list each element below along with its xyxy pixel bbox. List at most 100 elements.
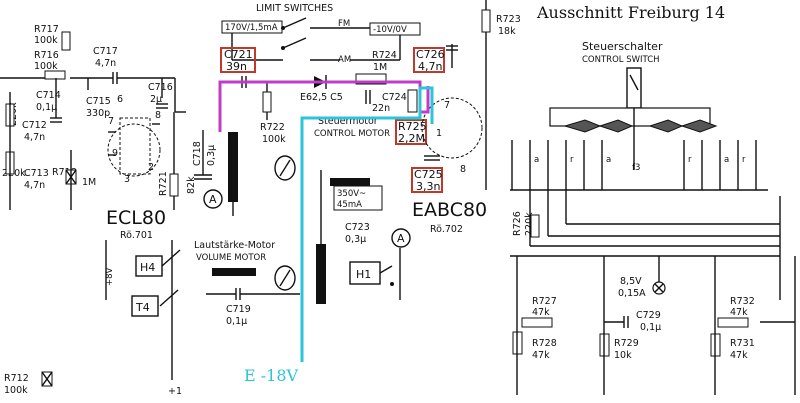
r712-label: R712 [4,373,29,384]
t4-box [131,295,159,317]
c713-label: C713 [24,168,49,179]
c717-label: C717 [93,46,118,57]
r712-value: 100k [4,385,28,396]
lamp-voltage: 8,5V [620,276,642,287]
pin-7: 7 [108,116,114,127]
plus8v-label: +8V [105,267,115,286]
c718-value: 0,3μ [206,145,217,166]
page-title: Ausschnitt Freiburg 14 [536,3,725,22]
c716-label: C716 [148,82,173,93]
c726-label: C726 [416,48,445,61]
pin-7-b: 7 [444,100,450,111]
pin-6: 6 [117,94,123,105]
c719-value: 0,1μ [226,316,247,327]
c715-value: 330p [86,108,110,119]
svg-text:45mA: 45mA [337,200,362,210]
lamp-current: 0,15A [618,288,646,299]
r716-label: R716 [34,50,59,61]
volume-motor-label: VOLUME MOTOR [196,253,266,263]
svg-text:T4: T4 [135,301,150,314]
r729-value: 10k [614,350,632,361]
c714-value: 0,1μ [36,102,57,113]
r717-label: R717 [34,24,59,35]
svg-text:r: r [742,155,746,165]
limit-switches-label: LIMIT SWITCHES [256,3,333,14]
c724-value: 22n [372,103,390,114]
c725-label: C725 [414,168,443,181]
c723-value: 0,3μ [345,234,366,245]
r724-label: R724 [372,50,397,61]
c719-label: C719 [226,304,251,315]
c721-label: C721 [224,48,253,61]
ecl80-envelope [107,123,161,177]
c729-label: C729 [636,310,661,321]
transformer-core-right [316,244,326,304]
c715-label: C715 [86,96,111,107]
c712-value: 4,7n [24,132,45,143]
ecl80-label: ECL80 [106,207,166,229]
r716-body [44,70,66,80]
c716-value: 2μ [150,94,162,105]
svg-text:a: a [606,155,611,165]
c717-value: 4,7n [95,58,116,69]
svg-text:H4: H4 [140,261,155,274]
c721-highlight [220,47,256,73]
e62-label: E62,5 C5 [300,92,343,103]
r727-label: R727 [532,296,557,307]
voltage-box-right [369,22,421,36]
lautstaerke-label: Lautstärke-Motor [194,240,275,251]
c721-value: 39n [226,60,247,73]
eabc80-envelope [421,97,483,159]
r732-value: 47k [730,307,748,318]
svg-text:350V~: 350V~ [337,189,366,199]
pin-8: 8 [155,110,161,121]
r721-value: 82k [186,176,197,194]
ecl80-ref: Rö.701 [120,230,153,241]
f3-label: f3 [632,163,640,173]
supply-voltage-label: E -18V [244,366,299,385]
r728-value: 47k [532,350,550,361]
c726-highlight [413,47,445,73]
c725-highlight [411,167,443,193]
r723-value: 18k [498,26,516,37]
r732-label: R732 [730,296,755,307]
svg-text:a: a [534,155,539,165]
c725-value: 3,3n [416,180,440,193]
control-switch-label: CONTROL SWITCH [582,55,660,65]
svg-text:-10V/0V: -10V/0V [373,25,407,35]
r718-value: 1M [82,177,96,188]
steuerschalter-label: Steuerschalter [582,40,663,53]
eabc80-label: EABC80 [412,199,487,221]
control-motor-label: CONTROL MOTOR [314,129,390,139]
c729-value: 0,1μ [640,322,661,333]
r727-value: 47k [532,307,550,318]
pin-8-b: 8 [460,164,466,175]
transformer-core-left [228,132,238,202]
c723-label: C723 [345,222,370,233]
c724-label: C724 [382,92,407,103]
r731-value: 47k [730,350,748,361]
volume-motor-section: Lautstärke-Motor VOLUME MOTOR C719 0,1μ … [4,240,300,397]
pin-9: 9 [112,148,118,159]
svg-text:H1: H1 [356,268,371,281]
r726-value: 220k [524,212,535,236]
svg-text:r: r [570,155,574,165]
r729-label: R729 [614,338,639,349]
r722-label: R722 [260,122,285,133]
c718-label: C718 [192,141,203,166]
svg-text:A: A [209,193,217,206]
pin-2: 2 [148,162,154,173]
svg-text:A: A [397,232,405,245]
ammeter-right [391,228,411,248]
cyan-supply-path [300,86,434,362]
ammeter-left [203,189,223,209]
control-switch-section: Steuerschalter CONTROL SWITCH f3 a r a r… [510,40,796,395]
r716-value: 100k [34,61,58,72]
c726-value: 4,7n [418,60,442,73]
r731-label: R731 [730,338,755,349]
plus1-label: +1 [168,386,182,397]
control-motor-section: Steuermotor CONTROL MOTOR 350V~ 45mA C72… [274,116,411,304]
r722-value: 100k [262,134,286,145]
am-label: AM [338,55,351,65]
